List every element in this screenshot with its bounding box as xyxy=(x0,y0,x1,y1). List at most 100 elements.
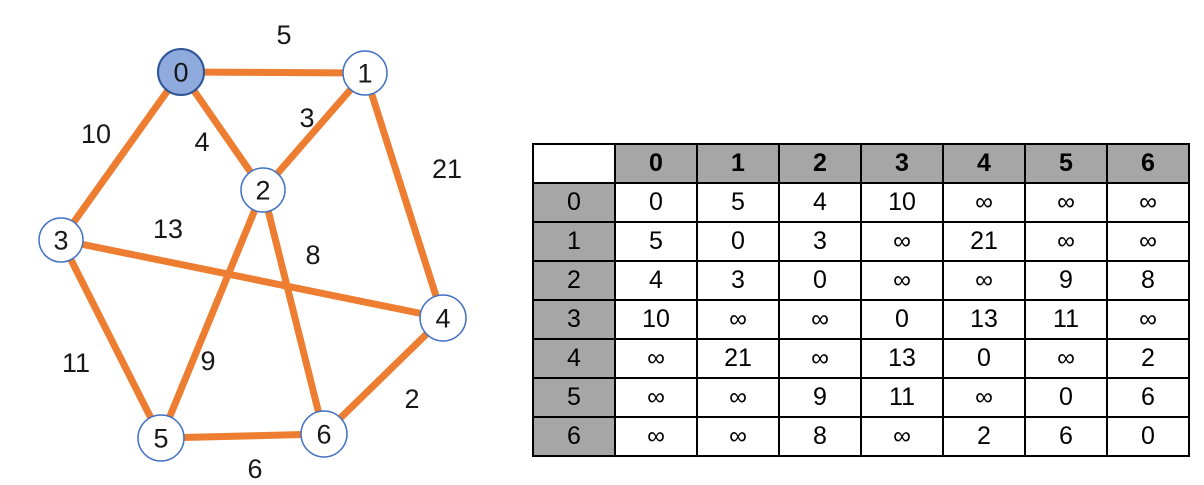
graph-edge-3-5 xyxy=(57,236,165,442)
edge-weight-label-4-6: 2 xyxy=(404,384,419,414)
edge-weight-label-3-4: 13 xyxy=(153,214,183,244)
edge-weight-label-1-4: 21 xyxy=(432,154,462,184)
matrix-row-header-6: 6 xyxy=(532,416,616,457)
matrix-cell-0-0: 0 xyxy=(614,182,698,223)
edge-weight-label-5-6: 6 xyxy=(247,454,262,484)
matrix-cell-2-6: 8 xyxy=(1106,260,1190,301)
node-label-6: 6 xyxy=(316,420,331,450)
matrix-cell-5-6: 6 xyxy=(1106,377,1190,418)
matrix-cell-4-6: 2 xyxy=(1106,338,1190,379)
matrix-cell-5-1: ∞ xyxy=(696,377,780,418)
edge-weight-label-0-3: 10 xyxy=(81,119,111,149)
matrix-col-header-6: 6 xyxy=(1106,143,1190,184)
matrix-cell-3-0: 10 xyxy=(614,299,698,340)
matrix-cell-5-2: 9 xyxy=(778,377,862,418)
node-label-5: 5 xyxy=(153,424,168,454)
graph-edge-0-1 xyxy=(177,68,369,77)
matrix-cell-2-2: 0 xyxy=(778,260,862,301)
matrix-col-header-1: 1 xyxy=(696,143,780,184)
matrix-cell-2-5: 9 xyxy=(1024,260,1108,301)
matrix-cell-0-2: 4 xyxy=(778,182,862,223)
graph-edge-2-5 xyxy=(157,186,267,442)
matrix-cell-3-2: ∞ xyxy=(778,299,862,340)
node-label-3: 3 xyxy=(53,226,68,256)
graph-edge-0-3 xyxy=(57,68,185,244)
matrix-cell-2-4: ∞ xyxy=(942,260,1026,301)
edge-weight-label-1-2: 3 xyxy=(299,103,314,133)
edge-weight-label-2-5: 9 xyxy=(200,346,215,376)
matrix-cell-3-3: 0 xyxy=(860,299,944,340)
matrix-cell-4-2: ∞ xyxy=(778,338,862,379)
graph-edge-3-4 xyxy=(57,236,447,322)
matrix-row-header-2: 2 xyxy=(532,260,616,301)
matrix-cell-1-3: ∞ xyxy=(860,221,944,262)
matrix-cell-1-1: 0 xyxy=(696,221,780,262)
matrix-cell-4-3: 13 xyxy=(860,338,944,379)
graph-node-6 xyxy=(300,410,348,458)
matrix-cell-6-1: ∞ xyxy=(696,416,780,457)
matrix-cell-0-3: 10 xyxy=(860,182,944,223)
graph-node-3 xyxy=(38,217,84,263)
matrix-cell-2-3: ∞ xyxy=(860,260,944,301)
matrix-cell-5-5: 0 xyxy=(1024,377,1108,418)
node-label-2: 2 xyxy=(255,176,270,206)
matrix-row-header-4: 4 xyxy=(532,338,616,379)
node-label-4: 4 xyxy=(435,304,450,334)
matrix-cell-2-0: 4 xyxy=(614,260,698,301)
matrix-row-header-0: 0 xyxy=(532,182,616,223)
matrix-cell-3-5: 11 xyxy=(1024,299,1108,340)
graph-node-0 xyxy=(157,48,205,96)
matrix-cell-4-1: 21 xyxy=(696,338,780,379)
matrix-col-header-4: 4 xyxy=(942,143,1026,184)
matrix-cell-5-3: 11 xyxy=(860,377,944,418)
matrix-cell-1-4: 21 xyxy=(942,221,1026,262)
matrix-cell-6-6: 0 xyxy=(1106,416,1190,457)
matrix-cell-6-5: 6 xyxy=(1024,416,1108,457)
graph-node-5 xyxy=(137,414,185,462)
matrix-row-header-5: 5 xyxy=(532,377,616,418)
edge-weight-label-0-1: 5 xyxy=(276,20,291,50)
matrix-cell-1-0: 5 xyxy=(614,221,698,262)
matrix-cell-5-4: ∞ xyxy=(942,377,1026,418)
node-label-1: 1 xyxy=(357,59,372,89)
matrix-col-header-0: 0 xyxy=(614,143,698,184)
matrix-cell-6-2: 8 xyxy=(778,416,862,457)
graph-node-1 xyxy=(342,50,388,96)
matrix-cell-1-5: ∞ xyxy=(1024,221,1108,262)
matrix-cell-6-4: 2 xyxy=(942,416,1026,457)
matrix-cell-0-4: ∞ xyxy=(942,182,1026,223)
graph-edge-1-4 xyxy=(361,69,447,322)
matrix-row-header-1: 1 xyxy=(532,221,616,262)
edge-weight-label-2-6: 8 xyxy=(305,240,320,270)
edge-weight-label-0-2: 4 xyxy=(194,127,209,157)
matrix-cell-1-2: 3 xyxy=(778,221,862,262)
matrix-corner-cell xyxy=(532,143,616,184)
matrix-cell-3-4: 13 xyxy=(942,299,1026,340)
matrix-cell-5-0: ∞ xyxy=(614,377,698,418)
graph-edge-5-6 xyxy=(157,430,328,442)
graph-node-2 xyxy=(240,167,286,213)
matrix-cell-1-6: ∞ xyxy=(1106,221,1190,262)
matrix-cell-3-1: ∞ xyxy=(696,299,780,340)
matrix-cell-6-3: ∞ xyxy=(860,416,944,457)
edge-weight-label-3-5: 11 xyxy=(62,348,90,378)
matrix-col-header-3: 3 xyxy=(860,143,944,184)
graph-node-4 xyxy=(419,294,467,342)
graph-edge-1-2 xyxy=(259,69,369,194)
matrix-cell-2-1: 3 xyxy=(696,260,780,301)
matrix-cell-0-6: ∞ xyxy=(1106,182,1190,223)
matrix-col-header-5: 5 xyxy=(1024,143,1108,184)
matrix-cell-0-5: ∞ xyxy=(1024,182,1108,223)
matrix-cell-6-0: ∞ xyxy=(614,416,698,457)
